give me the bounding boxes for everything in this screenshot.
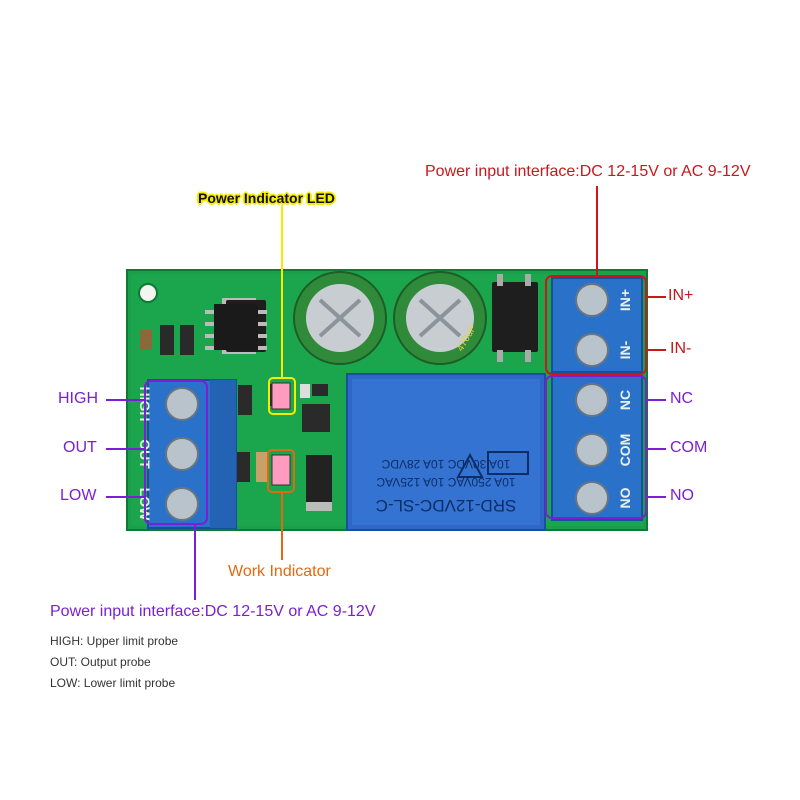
warning-triangle-icon: [456, 452, 484, 478]
power-input-top-label: Power input interface:DC 12-15V or AC 9-…: [425, 163, 751, 180]
work-led: [271, 454, 291, 486]
relay: SRD-12VDC-SL-C 10A 250VAC 10A 125VAC 10A…: [346, 373, 546, 531]
label-com: COM: [670, 439, 708, 456]
screw-icon: [165, 387, 199, 421]
relay-rating-ac: 10A 250VAC 10A 125VAC: [376, 475, 515, 489]
screw-icon: [575, 481, 609, 515]
legend-high: HIGH: Upper limit probe: [50, 634, 179, 648]
label-nc: NC: [670, 390, 694, 407]
screw-icon: [575, 283, 609, 317]
screw-icon: [575, 383, 609, 417]
left-terminal-callout-box: [144, 380, 208, 525]
screw-icon: [575, 433, 609, 467]
label-low: LOW: [60, 487, 97, 504]
mounting-hole: [138, 283, 158, 303]
silk-in-plus: IN+: [617, 289, 633, 311]
legend-low: LOW: Lower limit probe: [50, 676, 176, 690]
screw-icon: [575, 333, 609, 367]
right-terminal-blocks: [551, 277, 643, 521]
left-terminal-block: [147, 379, 237, 529]
power-led-label: Power Indicator LED: [198, 190, 335, 206]
ic-chip: [205, 298, 267, 354]
label-in-minus: IN-: [670, 340, 692, 357]
screw-icon: [165, 487, 199, 521]
screw-icon: [165, 437, 199, 471]
silk-nc: NC: [617, 390, 633, 410]
diode: [306, 455, 332, 511]
work-indicator-label: Work Indicator: [228, 563, 331, 580]
silk-no: NO: [617, 487, 633, 508]
relay-rating-dc: 10A 30VDC 10A 28VDC: [381, 457, 510, 471]
power-input-bottom-label: Power input interface:DC 12-15V or AC 9-…: [50, 603, 376, 620]
silk-com: COM: [617, 434, 633, 467]
capacitors: 470uF: [293, 271, 487, 365]
legend-out: OUT: Output probe: [50, 655, 151, 669]
label-high: HIGH: [58, 390, 98, 407]
label-out: OUT: [63, 439, 97, 456]
certification-mark-icon: [487, 451, 529, 475]
relay-terminal-callout-box: [545, 375, 647, 519]
relay-model: SRD-12VDC-SL-C: [376, 496, 517, 515]
rectifier: [492, 274, 538, 362]
label-no: NO: [670, 487, 694, 504]
label-in-plus: IN+: [668, 287, 694, 304]
silk-in-minus: IN-: [617, 340, 633, 359]
power-led: [271, 382, 291, 410]
